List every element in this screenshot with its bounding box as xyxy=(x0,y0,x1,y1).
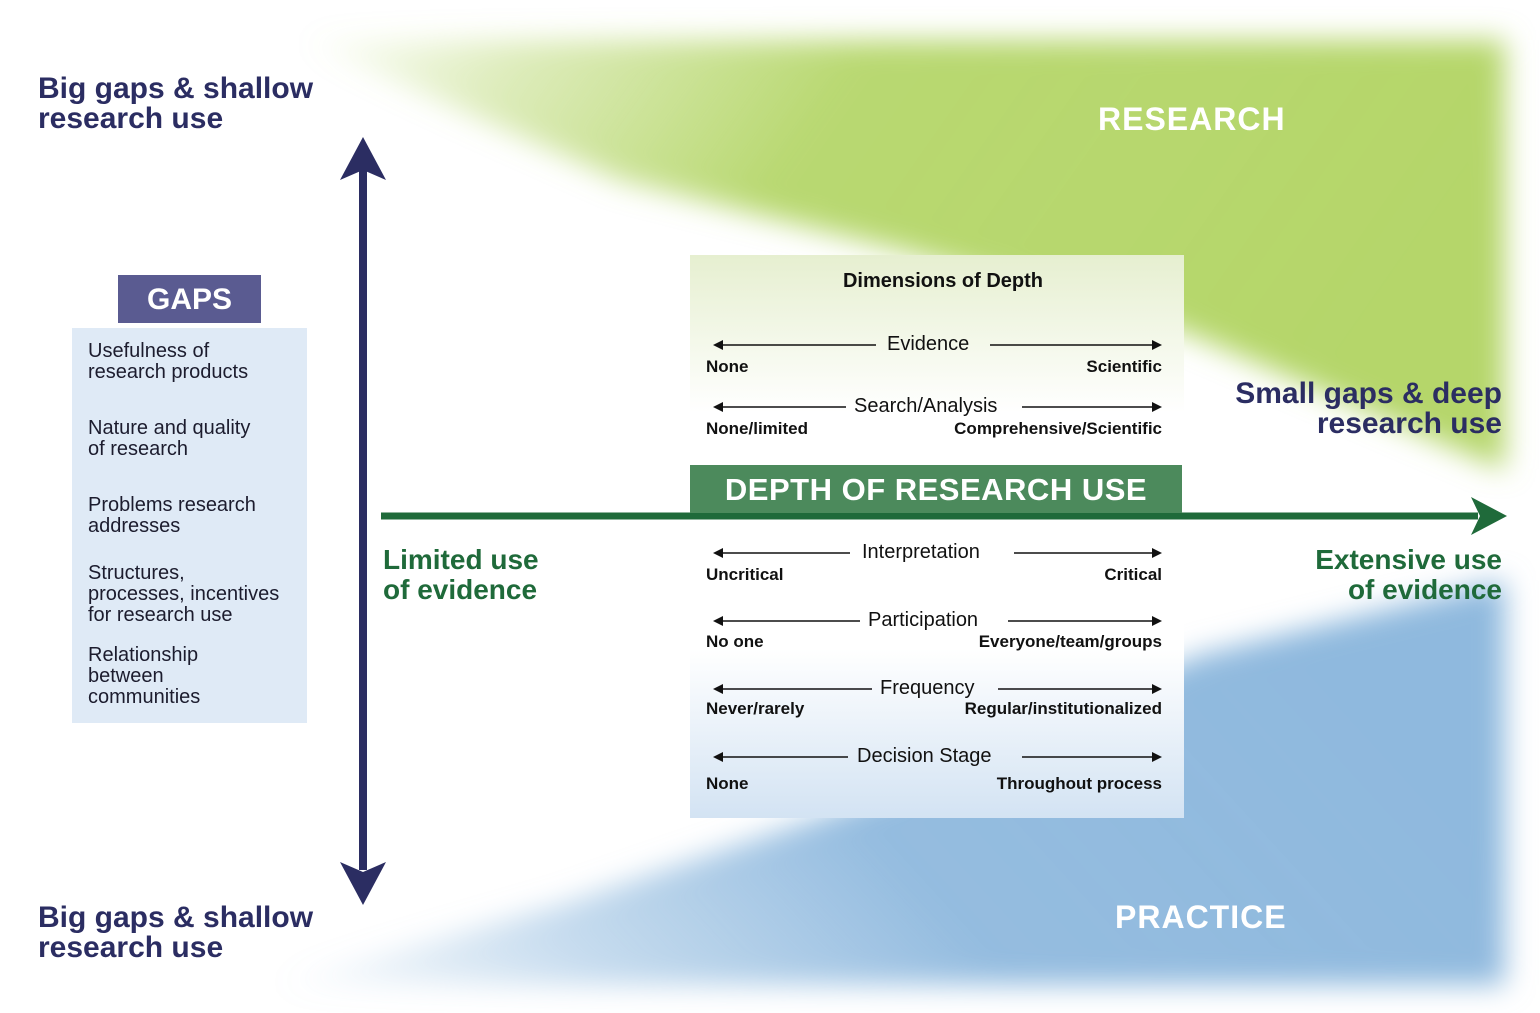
dimension-label-evidence: Evidence xyxy=(887,333,970,355)
dimension-max-decision-stage: Throughout process xyxy=(996,774,1162,793)
dimension-label-participation: Participation xyxy=(868,609,979,631)
research-label: RESEARCH xyxy=(1098,101,1286,137)
dimension-label-interpretation: Interpretation xyxy=(862,541,980,563)
gap-item: Relationship between communities xyxy=(88,644,201,708)
research-region xyxy=(300,40,1505,470)
gaps-vertical-arrow xyxy=(340,137,386,905)
dimensions-panel xyxy=(690,255,1184,818)
top-left-corner-label: Big gaps & shallow research use xyxy=(38,72,314,135)
dimensions-title: Dimensions of Depth xyxy=(842,270,1043,292)
practice-label: PRACTICE xyxy=(1115,899,1287,935)
dimension-max-search: Comprehensive/Scientific xyxy=(954,419,1162,438)
dimension-max-interpretation: Critical xyxy=(1104,565,1162,584)
dimension-min-search: None/limited xyxy=(706,419,809,438)
dimension-max-participation: Everyone/team/groups xyxy=(978,632,1162,651)
dimension-min-participation: No one xyxy=(706,632,764,651)
dimension-label-search: Search/Analysis xyxy=(854,395,998,417)
gap-item: Problems research addresses xyxy=(88,494,256,537)
dimension-min-evidence: None xyxy=(706,357,749,376)
dimension-min-decision-stage: None xyxy=(706,774,749,793)
gaps-list: Usefulness of research products Nature a… xyxy=(72,328,307,723)
depth-axis-title: DEPTH OF RESEARCH USE xyxy=(690,465,1182,513)
gap-item: Structures, processes, incentives for re… xyxy=(88,562,280,626)
depth-horizontal-arrow xyxy=(381,497,1507,535)
bottom-left-corner-label: Big gaps & shallow research use xyxy=(38,901,314,964)
practice-region xyxy=(270,580,1505,985)
dimension-min-interpretation: Uncritical xyxy=(706,565,784,584)
dimension-max-frequency: Regular/institutionalized xyxy=(964,699,1162,718)
gap-item: Nature and quality of research xyxy=(88,417,251,460)
dimension-label-frequency: Frequency xyxy=(880,677,975,699)
gap-item: Usefulness of research products xyxy=(88,340,249,383)
extensive-use-label: Extensive use of evidence xyxy=(1315,544,1502,605)
dimension-arrows xyxy=(713,340,1162,762)
dimension-label-decision-stage: Decision Stage xyxy=(857,745,992,767)
right-corner-label: Small gaps & deep research use xyxy=(1235,377,1502,440)
gaps-title: GAPS xyxy=(118,275,261,323)
dimension-min-frequency: Never/rarely xyxy=(706,699,805,718)
limited-use-label: Limited use of evidence xyxy=(383,544,539,605)
dimension-max-evidence: Scientific xyxy=(1086,357,1162,376)
